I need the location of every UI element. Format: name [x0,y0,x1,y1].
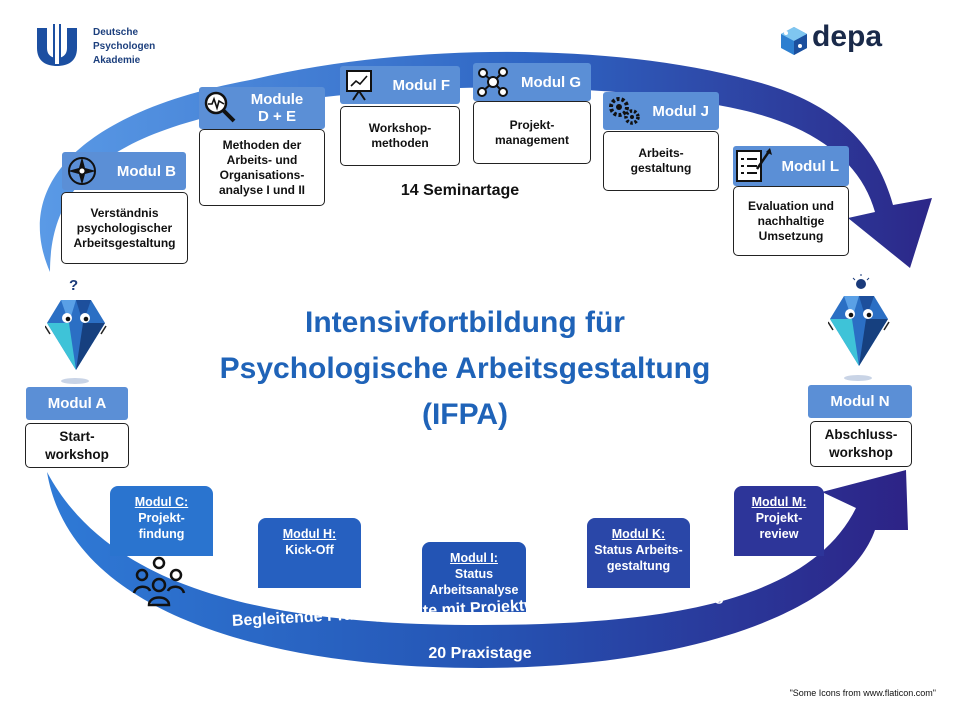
module-g-box: Projekt- management [473,101,591,164]
module-b-label: Modul B [116,162,176,180]
gears-icon [609,97,640,125]
module-m-tab: Modul M: Projekt- review [734,486,824,556]
team-group-icon [132,556,186,607]
compass-icon [68,157,96,185]
module-l-text: Evaluation und nachhaltige Umsetzung [747,198,834,243]
dpa-line1: Deutsche [93,27,139,38]
diamond-mascot-bulb-icon [827,274,890,366]
module-k-label: Modul K: [611,527,666,541]
module-j-label: Modul J [652,102,709,120]
module-n-text: Abschluss- workshop [824,427,898,460]
magnifier-chart-icon [204,91,236,123]
mascot-idea [827,274,890,374]
checklist-icon [736,148,772,182]
module-h-label: Modul H: [282,527,337,541]
practice-days-label: 20 Praxistage [428,645,532,662]
dpa-logo: Deutsche Psychologen Akademie [33,24,155,73]
bottom-cycle-arrow [47,470,908,668]
module-m-label: Modul M: [751,495,807,509]
title-line3: (IFPA) [421,398,509,431]
module-a-text: Start- workshop [45,428,109,462]
module-i-label: Modul I: [450,551,498,565]
module-c-tab: Modul C: Projekt- findung [110,486,213,556]
module-n-header: Modul N [808,385,912,418]
dpa-line3: Akademie [93,55,141,66]
module-m-text: Projekt- review [755,511,803,541]
page-title: Intensivfortbildung für Psychologische A… [180,300,750,438]
module-de-label: Module D + E [250,91,304,125]
depa-wordmark: depa [812,20,883,53]
mascot-question: ? [44,277,107,378]
module-j-box: Arbeits- gestaltung [603,131,719,191]
module-h-text: Kick-Off [285,543,334,557]
network-icon [477,67,508,97]
diamond-mascot-icon: ? [44,277,107,370]
svg-text:?: ? [69,278,78,294]
depa-logo-icon [781,27,807,55]
module-l-label: Modul L [781,157,839,175]
mascot-shadow-left [61,378,89,384]
module-n-box: Abschluss- workshop [810,421,912,467]
title-line1: Intensivfortbildung für [305,306,625,339]
module-l-box: Evaluation und nachhaltige Umsetzung [733,186,849,256]
module-k-tab: Modul K: Status Arbeits- gestaltung [587,518,690,588]
module-f-label: Modul F [392,76,450,94]
module-i-text: Status Arbeitsanalyse [429,567,519,597]
module-k-text: Status Arbeits- gestaltung [594,543,683,573]
module-h-tab: Modul H: Kick-Off [258,518,361,588]
dpa-logo-icon [37,24,77,66]
mascot-shadow-right [844,375,872,381]
module-b-box: Verständnis psychologischer Arbeitsgesta… [61,192,188,264]
module-a-header: Modul A [26,387,128,420]
dpa-line2: Psychologen [93,41,156,52]
module-i-tab: Modul I: Status Arbeitsanalyse [422,542,526,612]
module-b-text: Verständnis psychologischer Arbeitsgesta… [73,205,176,250]
module-f-text: Workshop- methoden [368,121,432,150]
module-c-label: Modul C: [134,495,189,509]
module-de-box: Methoden der Arbeits- und Organisations-… [199,129,325,206]
presentation-board-icon [346,70,372,101]
module-de-text: Methoden der Arbeits- und Organisations-… [218,137,306,197]
seminar-days-label: 14 Seminartage [400,182,520,199]
module-g-label: Modul G [521,73,581,91]
module-f-box: Workshop- methoden [340,106,460,166]
icon-credit: "Some Icons from www.flaticon.com" [789,688,936,698]
module-j-text: Arbeits- gestaltung [630,146,692,175]
module-g-text: Projekt- management [494,117,570,147]
title-line2: Psychologische Arbeitsgestaltung [219,352,711,385]
module-a-box: Start- workshop [25,423,129,468]
module-c-text: Projekt- findung [138,511,185,541]
